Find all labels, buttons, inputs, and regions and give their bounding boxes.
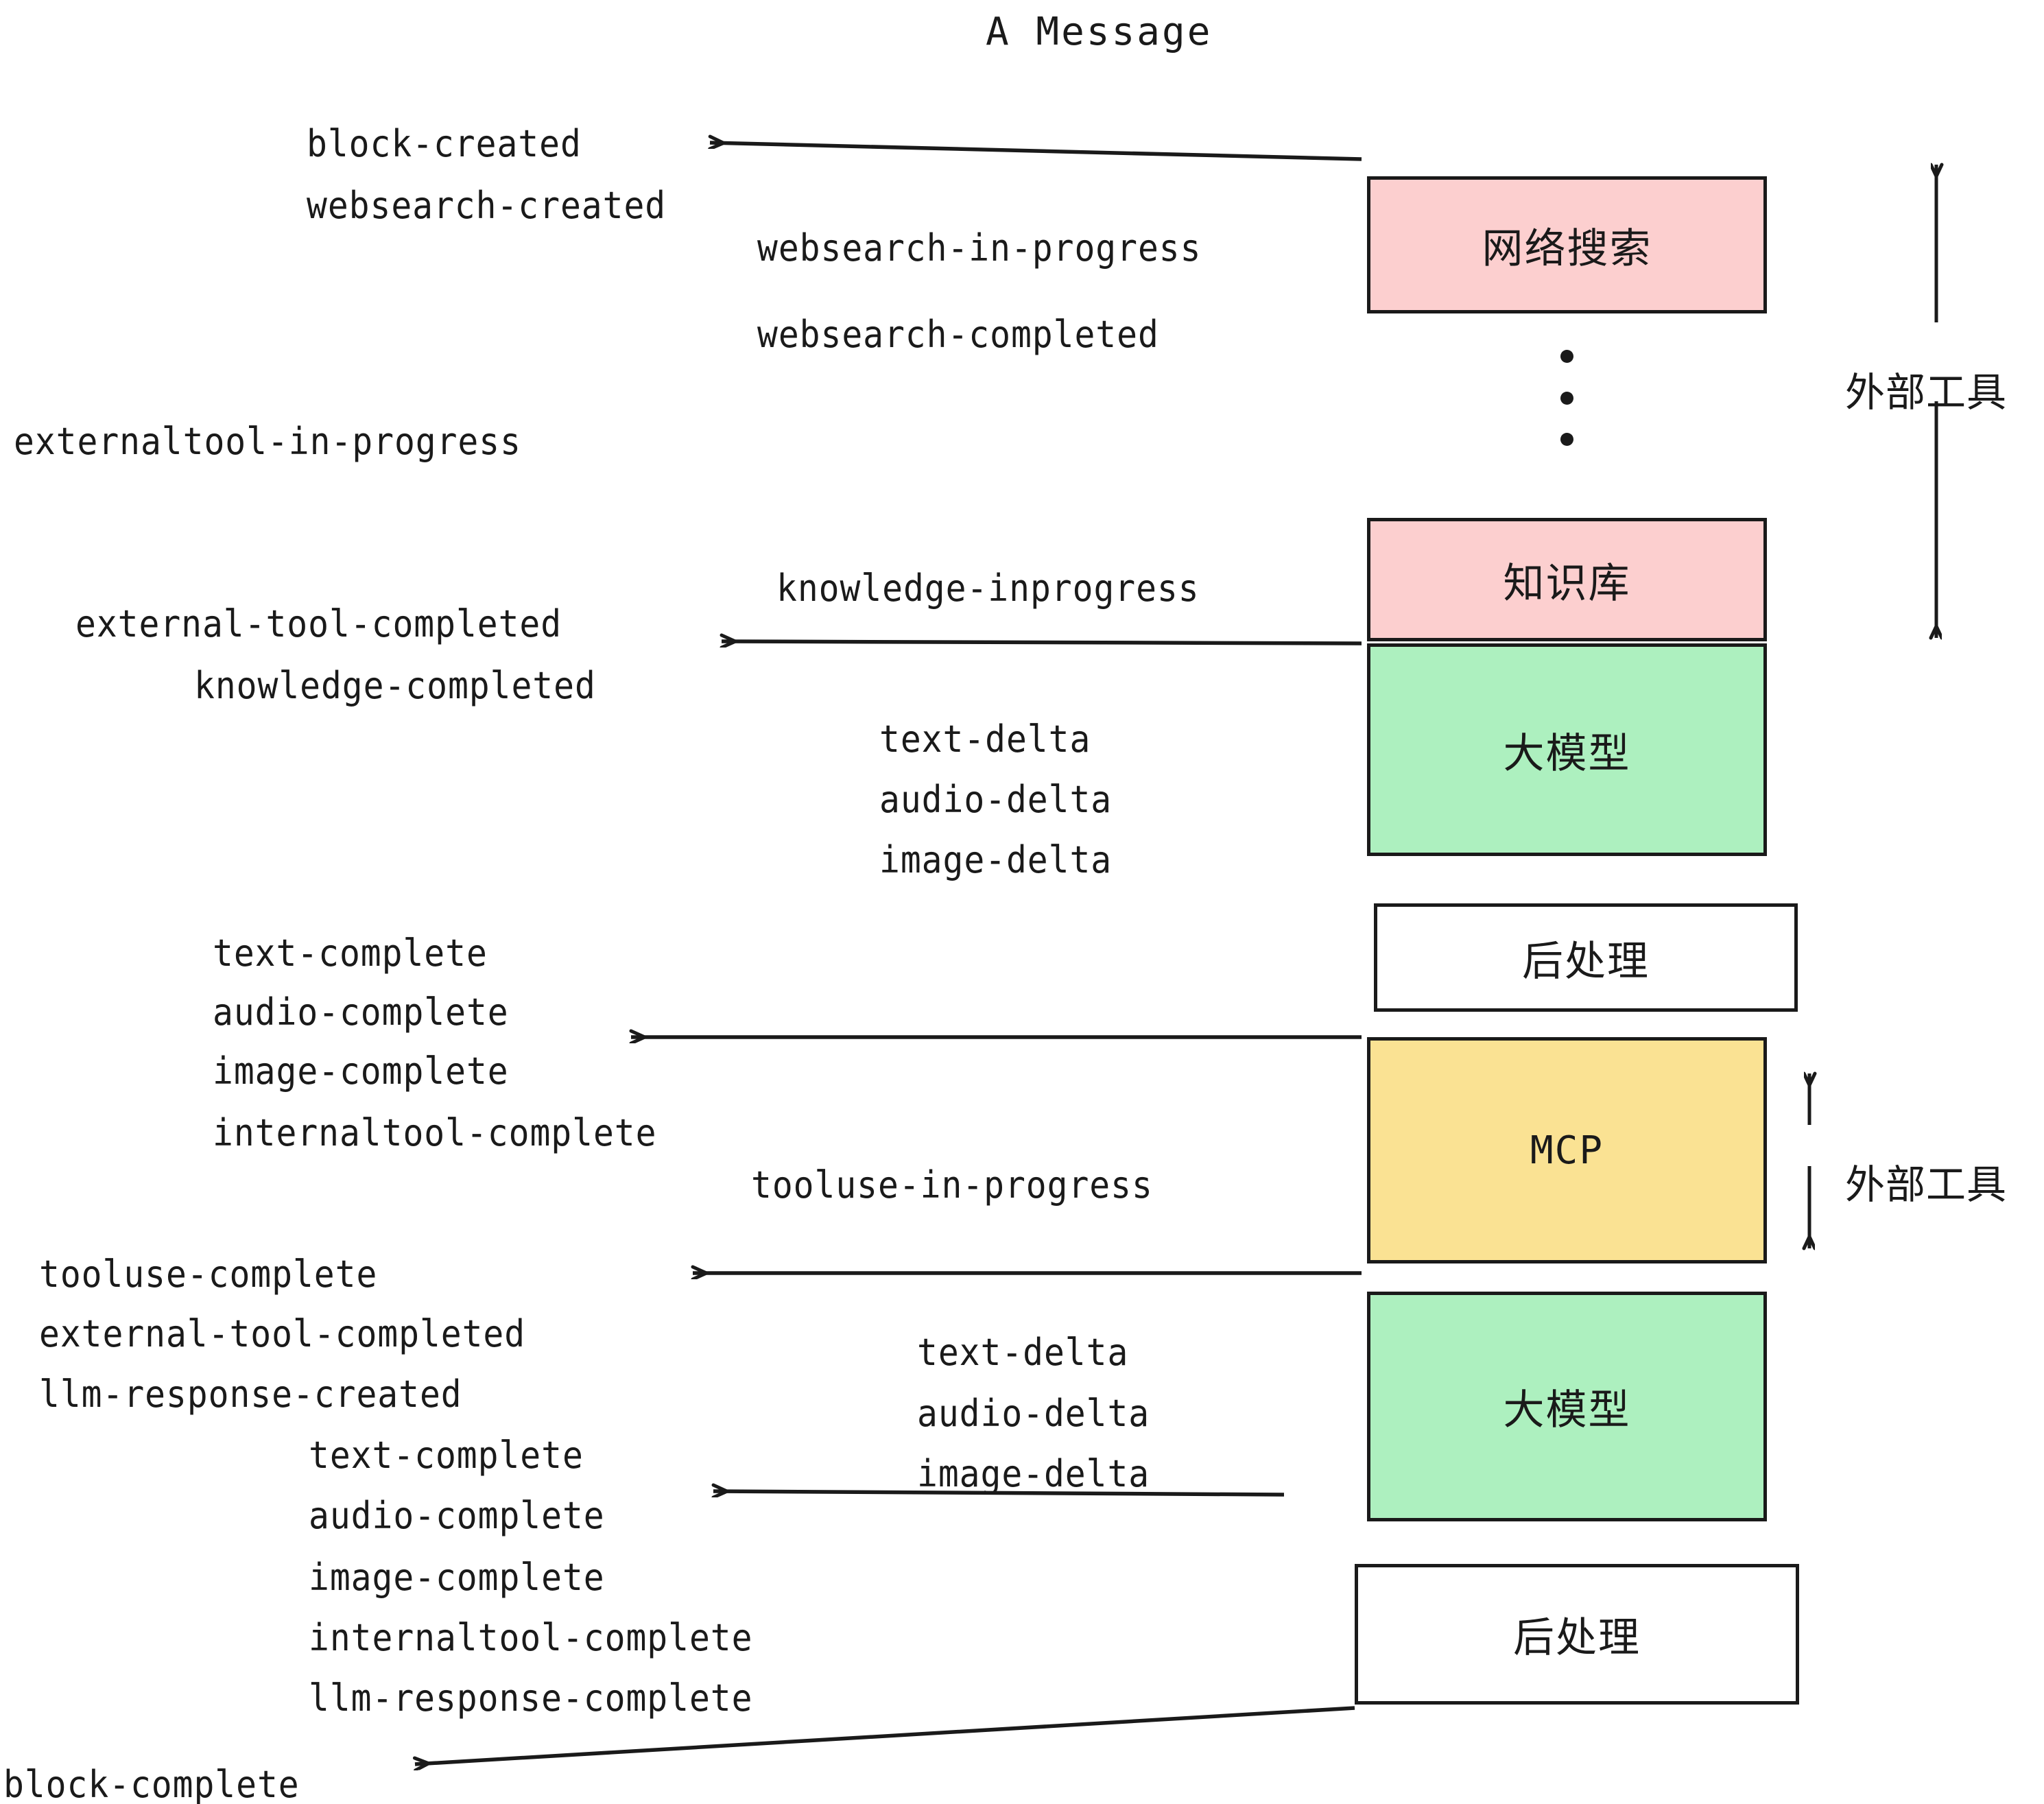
page-title: A Message — [986, 10, 1213, 54]
event-label-block-created: block-created — [307, 122, 582, 165]
event-label-audio-complete-2: audio-complete — [309, 1494, 605, 1537]
event-label-audio-complete-1: audio-complete — [213, 990, 509, 1034]
node-postprocess-2: 后处理 — [1355, 1564, 1799, 1705]
event-label-image-complete-1: image-complete — [213, 1049, 509, 1093]
event-label-image-delta-2: image-delta — [917, 1452, 1150, 1495]
event-label-websearch-completed: websearch-completed — [757, 313, 1159, 356]
event-label-internaltool-complete-1: internaltool-complete — [213, 1111, 657, 1154]
event-label-image-complete-2: image-complete — [309, 1556, 605, 1599]
group-label-external-tools-top: 外部工具 — [1845, 369, 2008, 416]
event-label-text-complete-1: text-complete — [213, 931, 488, 975]
ellipsis-dot — [1560, 433, 1573, 446]
node-llm-2: 大模型 — [1367, 1292, 1767, 1521]
event-label-image-delta-1: image-delta — [879, 838, 1113, 881]
event-label-llm-response-complete: llm-response-complete — [309, 1676, 753, 1720]
node-label: 网络搜索 — [1482, 224, 1652, 273]
event-label-knowledge-completed: knowledge-completed — [194, 664, 596, 707]
event-label-audio-delta-2: audio-delta — [917, 1392, 1150, 1435]
event-label-audio-delta-1: audio-delta — [879, 778, 1113, 821]
node-label: 后处理 — [1522, 937, 1650, 986]
event-label-tooluse-in-progress: tooluse-in-progress — [751, 1163, 1153, 1207]
ellipsis-dot — [1560, 350, 1573, 363]
event-label-websearch-created: websearch-created — [307, 184, 667, 227]
arrow-block-created — [710, 143, 1362, 161]
group-label-external-tools-bottom: 外部工具 — [1845, 1161, 2008, 1208]
ellipsis-dot — [1560, 391, 1573, 405]
event-label-external-tool-completed-1: external-tool-completed — [75, 602, 562, 645]
node-mcp: MCP — [1367, 1037, 1767, 1263]
node-label: MCP — [1530, 1128, 1604, 1173]
event-label-block-complete: block-complete — [3, 1763, 300, 1804]
node-llm-1: 大模型 — [1367, 643, 1767, 856]
event-label-externaltool-in-progress: externaltool-in-progress — [14, 420, 521, 463]
vertical-ellipsis-icon — [1560, 350, 1573, 446]
node-knowledge: 知识库 — [1367, 518, 1767, 641]
event-label-websearch-in-progress: websearch-in-progress — [757, 226, 1202, 270]
node-label: 后处理 — [1513, 1614, 1641, 1662]
event-label-text-complete-2: text-complete — [309, 1434, 584, 1477]
event-label-text-delta-1: text-delta — [879, 717, 1091, 761]
node-websearch: 网络搜索 — [1367, 176, 1767, 313]
event-label-tooluse-complete: tooluse-complete — [39, 1253, 378, 1296]
node-label: 大模型 — [1503, 729, 1631, 778]
event-label-text-delta-2: text-delta — [917, 1331, 1129, 1374]
event-label-internaltool-complete-2: internaltool-complete — [309, 1616, 753, 1659]
event-label-knowledge-inprogress: knowledge-inprogress — [776, 567, 1200, 610]
node-label: 大模型 — [1503, 1386, 1631, 1434]
event-label-llm-response-created: llm-response-created — [39, 1373, 462, 1416]
arrow-knowledge-completed — [722, 641, 1362, 643]
node-label: 知识库 — [1503, 559, 1631, 608]
event-label-external-tool-completed-2: external-tool-completed — [39, 1312, 526, 1355]
node-postprocess-1: 后处理 — [1374, 903, 1798, 1012]
